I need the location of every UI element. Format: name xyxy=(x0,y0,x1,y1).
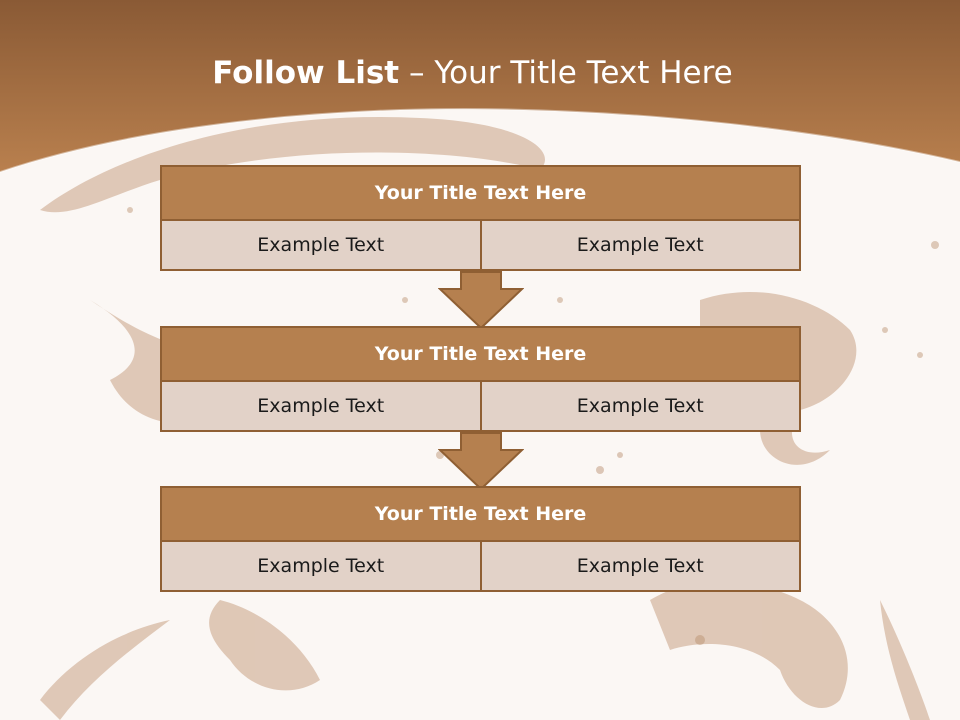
follow-block-cell-left: Example Text xyxy=(162,221,480,269)
follow-block-cell-left: Example Text xyxy=(162,382,480,430)
slide-title-rest: – Your Title Text Here xyxy=(399,55,733,91)
follow-block-2: Your Title Text Here Example Text Exampl… xyxy=(160,326,801,432)
follow-block-row: Example Text Example Text xyxy=(160,382,801,432)
follow-block-title: Your Title Text Here xyxy=(160,486,801,542)
follow-block-cell-right: Example Text xyxy=(479,221,799,269)
follow-block-3: Your Title Text Here Example Text Exampl… xyxy=(160,486,801,592)
slide-title-bold: Follow List xyxy=(212,55,400,91)
follow-block-title: Your Title Text Here xyxy=(160,326,801,382)
down-arrow-icon xyxy=(438,271,524,330)
follow-block-row: Example Text Example Text xyxy=(160,542,801,592)
follow-block-cell-right: Example Text xyxy=(479,542,799,590)
follow-block-cell-left: Example Text xyxy=(162,542,480,590)
slide-title: Follow List – Your Title Text Here xyxy=(0,55,945,91)
follow-block-cell-right: Example Text xyxy=(479,382,799,430)
follow-block-title: Your Title Text Here xyxy=(160,165,801,221)
down-arrow-icon xyxy=(438,432,524,491)
follow-block-1: Your Title Text Here Example Text Exampl… xyxy=(160,165,801,271)
follow-block-row: Example Text Example Text xyxy=(160,221,801,271)
